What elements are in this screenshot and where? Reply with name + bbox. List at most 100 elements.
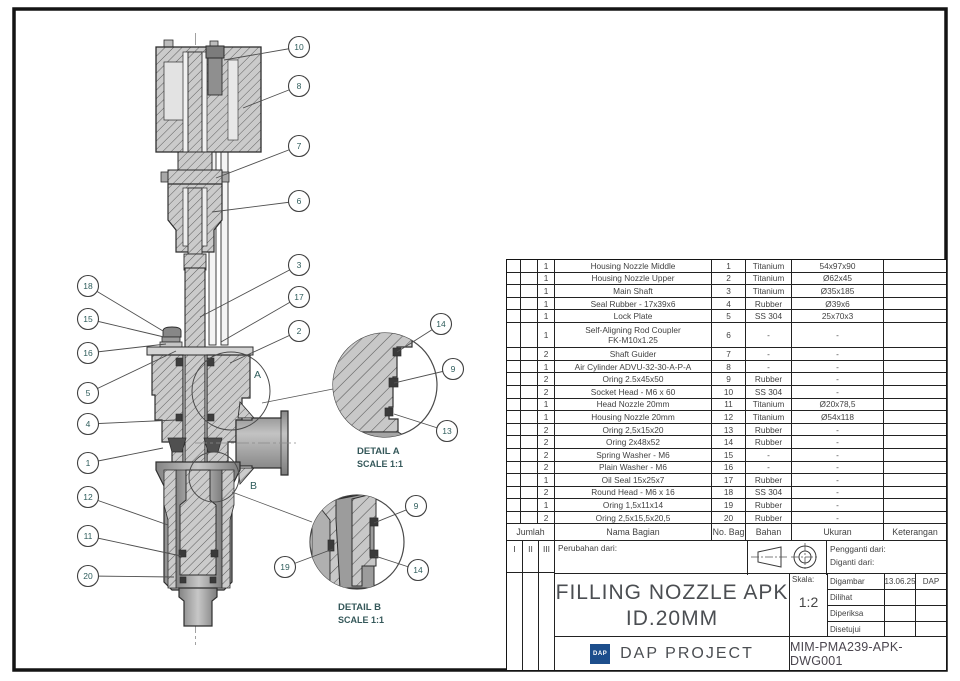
balloon-leader-2 xyxy=(229,330,300,364)
name-cell: Oring 2,5x15,5x20,5 xyxy=(555,511,712,524)
balloon-leader-20 xyxy=(87,575,175,578)
balloon-number: 13 xyxy=(442,426,452,436)
qty-cell: 2 xyxy=(538,511,555,524)
balloon-14 xyxy=(429,312,453,336)
balloon-leader-16 xyxy=(87,343,167,354)
approval-grid: Digambar 13.06.25 DAP Dilihat Diperiksa xyxy=(828,574,946,638)
rev2-cell xyxy=(521,398,538,411)
approval-by xyxy=(916,622,946,638)
rev2-cell xyxy=(521,461,538,474)
material-cell: - xyxy=(746,360,792,373)
note-cell xyxy=(884,348,946,360)
balloon-number: 14 xyxy=(436,319,446,329)
revision-col-2: II xyxy=(523,541,538,574)
note-cell xyxy=(884,487,946,499)
size-cell: - xyxy=(792,486,884,499)
balloon-number: 8 xyxy=(297,81,302,91)
size-cell: - xyxy=(792,322,884,348)
no-cell: 18 xyxy=(712,486,746,499)
rev1-cell xyxy=(507,285,521,297)
name-cell: Seal Rubber - 17x39x6 xyxy=(555,297,712,310)
no-cell: 7 xyxy=(712,348,746,360)
pengganti-dari: Pengganti dari: xyxy=(830,544,886,555)
rev2-cell xyxy=(521,360,538,373)
revision-col-1: I xyxy=(507,541,522,574)
balloon-leader-12 xyxy=(87,496,169,526)
material-cell: Rubber xyxy=(746,373,792,385)
approval-label: Dilihat xyxy=(828,590,885,605)
rev2-cell xyxy=(521,511,538,524)
rev1-cell xyxy=(507,398,521,411)
balloon-leader-6 xyxy=(211,200,300,213)
balloon-13 xyxy=(435,419,459,443)
size-cell: Ø62x45 xyxy=(792,272,884,285)
note-cell xyxy=(884,462,946,474)
balloon-number: 14 xyxy=(413,565,423,575)
balloon-number: 5 xyxy=(86,388,91,398)
first-angle-projection-icon xyxy=(751,543,819,572)
no-cell: 10 xyxy=(712,385,746,398)
scale-cell: Skala: 1:2 xyxy=(790,574,828,638)
pengganti-cell: Pengganti dari: Diganti dari: xyxy=(827,541,946,575)
rev1-cell xyxy=(507,310,521,322)
balloon-leader-4 xyxy=(87,419,177,425)
balloon-number: 4 xyxy=(86,419,91,429)
rev1-cell xyxy=(507,423,521,436)
material-cell: Rubber xyxy=(746,511,792,524)
material-cell: SS 304 xyxy=(746,385,792,398)
view-letter-B: B xyxy=(250,480,257,492)
balloon-10 xyxy=(287,35,311,59)
detail-b-title: DETAIL B xyxy=(338,602,381,613)
balloon-number: 6 xyxy=(297,196,302,206)
view-letters: AB xyxy=(250,369,261,492)
name-cell: Self-Aligning Rod Coupler FK-M10x1.25 xyxy=(555,322,712,348)
note-cell xyxy=(884,273,946,285)
qty-cell: 2 xyxy=(538,348,555,360)
name-cell: Lock Plate xyxy=(555,310,712,322)
name-cell: Oring 2.5x45x50 xyxy=(555,373,712,385)
head-nozzle-section xyxy=(179,469,217,576)
material-cell: Rubber xyxy=(746,499,792,511)
main-shaft-section xyxy=(184,267,206,471)
material-cell: SS 304 xyxy=(746,486,792,499)
perubahan-dari: Perubahan dari: xyxy=(555,541,748,576)
no-cell: 14 xyxy=(712,436,746,448)
rev1-cell xyxy=(507,461,521,474)
balloon-leader-1 xyxy=(87,447,164,464)
name-cell: Round Head - M6 x 16 xyxy=(555,486,712,499)
rev1-cell xyxy=(507,373,521,385)
note-cell xyxy=(884,361,946,373)
rev1-cell xyxy=(507,448,521,461)
note-cell xyxy=(884,298,946,310)
balloon-leader-11 xyxy=(87,535,182,557)
rev2-cell xyxy=(521,322,538,348)
approval-label: Digambar xyxy=(828,574,885,590)
no-cell: 9 xyxy=(712,373,746,385)
name-cell: Plain Washer - M6 xyxy=(555,461,712,474)
rev2-cell xyxy=(521,385,538,398)
rev2-cell xyxy=(521,373,538,385)
material-cell: Titanium xyxy=(746,260,792,272)
balloon-leader-15 xyxy=(87,318,165,338)
balloon-3 xyxy=(287,253,311,277)
balloon-number: 18 xyxy=(83,281,93,291)
qty-cell: 1 xyxy=(538,310,555,322)
rev1-cell xyxy=(507,511,521,524)
material-cell: - xyxy=(746,322,792,348)
no-cell: 2 xyxy=(712,272,746,285)
approval-date xyxy=(885,621,916,638)
qty-cell: 2 xyxy=(538,448,555,461)
note-cell xyxy=(884,436,946,448)
header-bahan: Bahan xyxy=(746,524,792,541)
note-cell xyxy=(884,411,946,423)
rev2-cell xyxy=(521,486,538,499)
document-number: MIM-PMA239-APK-DWG001 xyxy=(790,639,903,668)
balloon-number: 2 xyxy=(297,326,302,336)
